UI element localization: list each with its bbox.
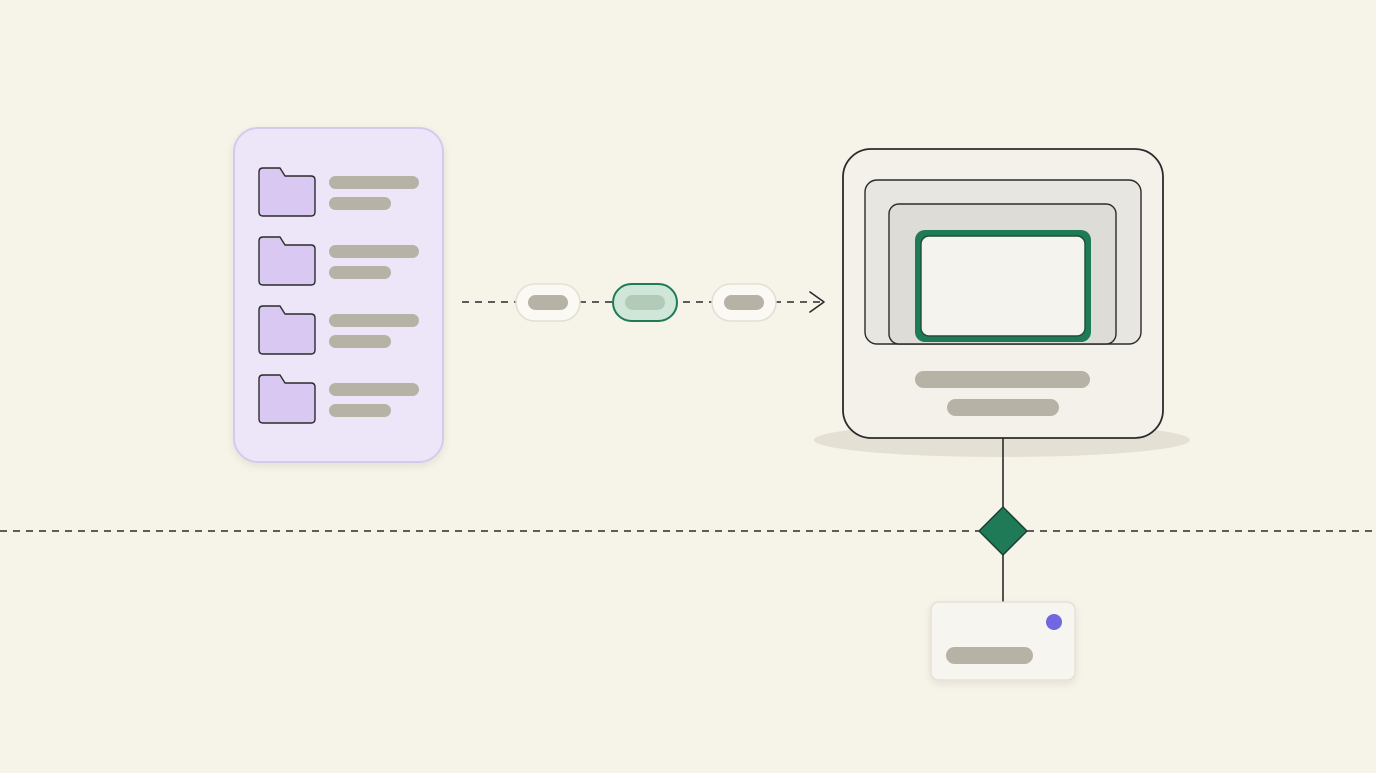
pipeline-token[interactable] — [711, 283, 777, 322]
vertical-connector — [978, 438, 1028, 602]
folder-icon — [258, 167, 316, 217]
folder-list-item[interactable] — [258, 374, 419, 424]
source-folder-panel[interactable] — [233, 127, 444, 463]
folder-name-placeholder — [329, 383, 419, 396]
folder-meta-placeholder — [329, 266, 391, 279]
notification-card[interactable] — [930, 601, 1076, 681]
token-pill — [625, 295, 665, 310]
card-body — [930, 601, 1076, 681]
diamond-icon[interactable] — [978, 506, 1028, 556]
folder-list-item[interactable] — [258, 167, 419, 217]
folder-list-item[interactable] — [258, 305, 419, 355]
folder-icon — [258, 374, 316, 424]
token-pill — [724, 295, 764, 310]
pipeline-token-active[interactable] — [612, 283, 678, 322]
pipeline-connector — [462, 283, 825, 322]
folder-icon — [258, 305, 316, 355]
target-window[interactable] — [814, 148, 1190, 457]
folder-icon — [258, 236, 316, 286]
folder-name-placeholder — [329, 176, 419, 189]
folder-name-placeholder — [329, 314, 419, 327]
folder-name-placeholder — [329, 245, 419, 258]
folder-meta-placeholder — [329, 197, 391, 210]
folder-meta-placeholder — [329, 404, 391, 417]
status-dot-icon — [1046, 614, 1062, 630]
window-caption-line-1 — [915, 371, 1090, 388]
token-pill — [528, 295, 568, 310]
folder-list-item[interactable] — [258, 236, 419, 286]
selected-frame-inner — [920, 235, 1086, 337]
card-text-line — [946, 647, 1033, 664]
window-caption-line-2 — [947, 399, 1059, 416]
pipeline-token[interactable] — [515, 283, 581, 322]
folder-meta-placeholder — [329, 335, 391, 348]
pipeline-arrow-icon — [809, 291, 825, 313]
